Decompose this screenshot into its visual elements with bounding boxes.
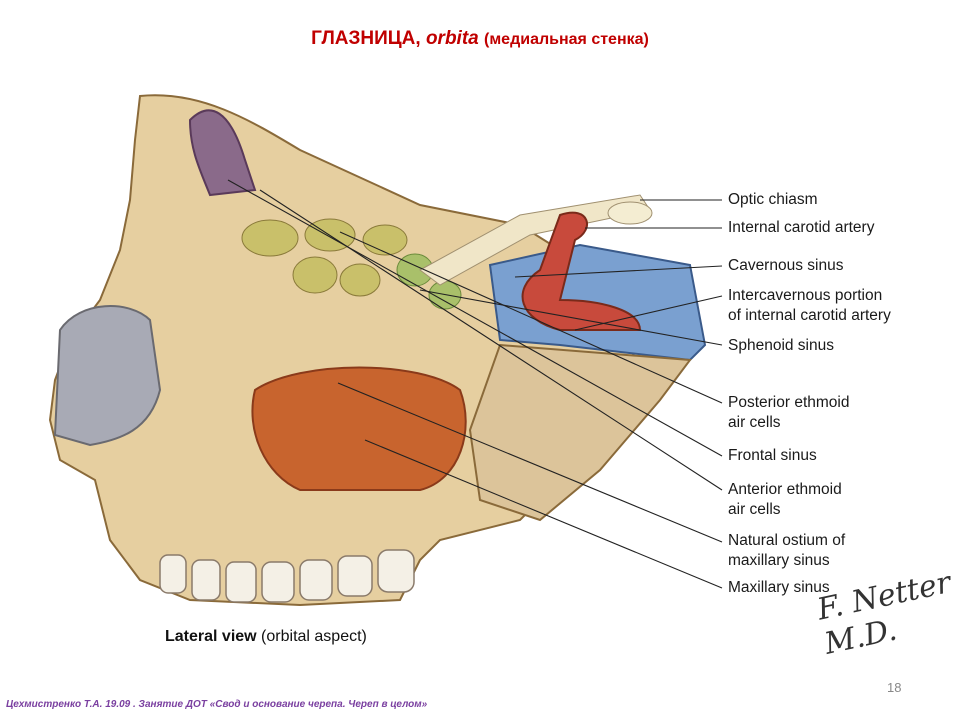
ethmoid-cell	[339, 263, 381, 297]
carotid-artery-shape	[521, 211, 642, 331]
label-posterior-ethmoid-air-cells: Posterior ethmoid air cells	[728, 393, 849, 433]
label-anterior-ethmoid-air-cells: Anterior ethmoid air cells	[728, 480, 842, 520]
leader-maxillary	[364, 439, 723, 589]
ethmoid-cell	[362, 224, 408, 256]
label-text: air cells	[728, 501, 781, 518]
sphenoid-bone	[468, 343, 692, 522]
label-text: Sphenoid sinus	[728, 337, 834, 354]
leader-cavernous	[514, 265, 723, 278]
leader-anterior-ethmoid	[259, 189, 723, 491]
label-text: Frontal sinus	[728, 447, 817, 464]
label-text: Optic chiasm	[728, 191, 818, 208]
footer-text: Цехмистренко Т.А. 19.09 . Занятие ДОТ «С…	[6, 699, 428, 710]
optic-chiasm-shape	[607, 201, 653, 225]
leader-lines	[227, 179, 723, 589]
label-text: Posterior ethmoid	[728, 394, 850, 411]
nasal-cartilage	[53, 305, 162, 447]
label-text: Internal carotid artery	[728, 219, 875, 236]
label-text: Anterior ethmoid	[728, 481, 842, 498]
page-title: ГЛАЗНИЦА, orbita (медиальная стенка)	[0, 28, 960, 50]
leader-intercavernous	[574, 295, 723, 331]
label-text: Intercavernous portion	[728, 287, 883, 304]
label-natural-ostium: Natural ostium of maxillary sinus	[728, 531, 845, 571]
maxillary-sinus-shape	[251, 366, 467, 491]
figure-caption: Lateral view (orbital aspect)	[165, 628, 367, 646]
label-text: Natural ostium of	[728, 532, 846, 549]
caption-rest: (orbital aspect)	[256, 628, 367, 645]
label-text: air cells	[728, 414, 781, 431]
leader-natural-ostium	[337, 382, 723, 543]
caption-bold: Lateral view	[165, 628, 257, 645]
title-latin: orbita	[425, 28, 479, 49]
leader-sphenoid	[419, 289, 723, 346]
ethmoid-cell	[241, 219, 299, 257]
label-text: Maxillary sinus	[728, 579, 830, 596]
label-cavernous-sinus: Cavernous sinus	[728, 256, 843, 276]
title-sub: (медиальная стенка)	[484, 31, 649, 48]
label-intercavernous-portion: Intercavernous portion of internal carot…	[728, 286, 891, 326]
label-optic-chiasm: Optic chiasm	[728, 190, 818, 210]
ethmoid-cell	[292, 256, 338, 294]
leader-frontal	[227, 179, 723, 457]
label-maxillary-sinus: Maxillary sinus	[728, 578, 830, 598]
page-number: 18	[887, 680, 902, 695]
title-main: ГЛАЗНИЦА,	[311, 28, 421, 49]
teeth	[159, 549, 415, 603]
label-text: maxillary sinus	[728, 552, 830, 569]
label-text: of internal carotid artery	[728, 307, 891, 324]
label-text: Cavernous sinus	[728, 257, 844, 274]
label-internal-carotid-artery: Internal carotid artery	[728, 218, 874, 238]
label-frontal-sinus: Frontal sinus	[728, 446, 817, 466]
leader-posterior-ethmoid	[339, 231, 723, 404]
frontal-sinus-shape	[188, 109, 257, 197]
label-sphenoid-sinus: Sphenoid sinus	[728, 336, 834, 356]
